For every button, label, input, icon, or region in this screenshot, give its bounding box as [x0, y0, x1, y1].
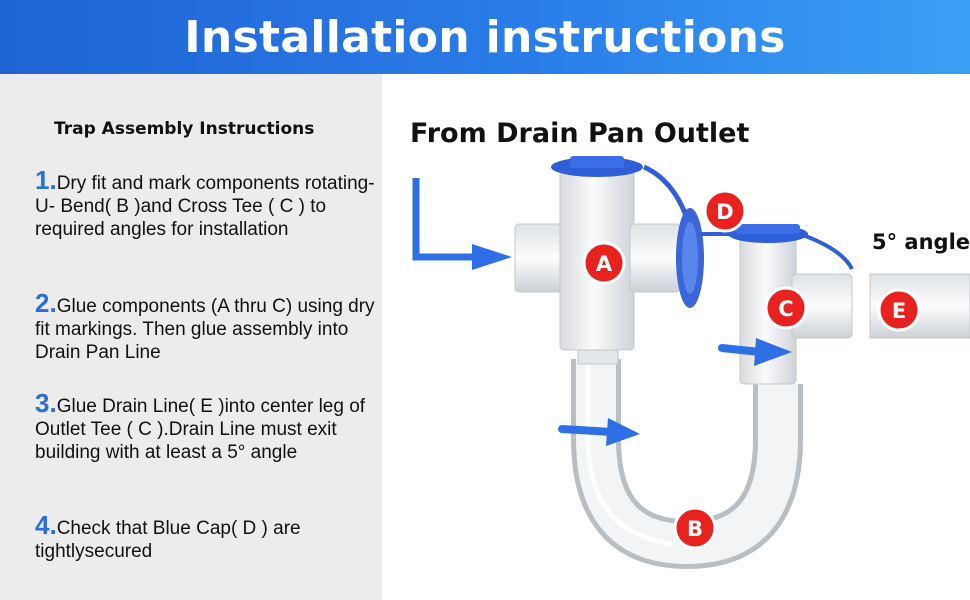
step-text: Dry fit and mark components rotating-U- … — [35, 173, 375, 240]
header-banner: Installation instructions — [0, 0, 970, 74]
instruction-step-1: 1.Dry fit and mark components rotating-U… — [35, 167, 375, 241]
instruction-step-2: 2.Glue components (A thru C) using dry f… — [35, 290, 375, 364]
step-text: Glue components (A thru C) using dry fit… — [35, 296, 375, 363]
instructions-title: Trap Assembly Instructions — [54, 119, 315, 139]
blue-cap-a-side — [676, 208, 704, 308]
label-c: C — [778, 297, 793, 321]
label-d: D — [716, 200, 733, 224]
instructions-panel: Trap Assembly Instructions 1.Dry fit and… — [0, 74, 382, 600]
diagram-title: From Drain Pan Outlet — [410, 118, 750, 149]
label-badge-d: D — [703, 189, 747, 233]
diagram-panel: A B C D E From Drain Pan Outlet 5° angle — [382, 74, 970, 600]
step-text: Check that Blue Cap( D ) are tightlysecu… — [35, 518, 301, 562]
flow-arrow-icon — [718, 338, 792, 366]
step-text: Glue Drain Line( E )into center leg of O… — [35, 396, 366, 463]
page-title: Installation instructions — [184, 11, 786, 63]
step-number: 1. — [35, 165, 57, 195]
flow-arrow-icon — [558, 418, 640, 446]
blue-cap-a-top — [551, 156, 697, 245]
label-b: B — [687, 517, 703, 541]
instruction-step-3: 3.Glue Drain Line( E )into center leg of… — [35, 390, 375, 464]
blue-cap-c — [700, 224, 854, 270]
angle-label: 5° angle — [872, 230, 970, 254]
instruction-step-4: 4.Check that Blue Cap( D ) are tightlyse… — [35, 512, 375, 563]
inlet-arrow-icon — [412, 178, 512, 270]
label-badge-e: E — [877, 288, 921, 332]
step-number: 3. — [35, 388, 57, 418]
label-badge-c: C — [764, 286, 808, 330]
label-e: E — [892, 299, 906, 323]
trap-diagram: A B C D E — [412, 156, 970, 570]
label-badge-b: B — [673, 506, 717, 550]
label-a: A — [596, 252, 613, 276]
label-badge-a: A — [582, 241, 626, 285]
step-number: 4. — [35, 510, 57, 540]
step-number: 2. — [35, 288, 57, 318]
